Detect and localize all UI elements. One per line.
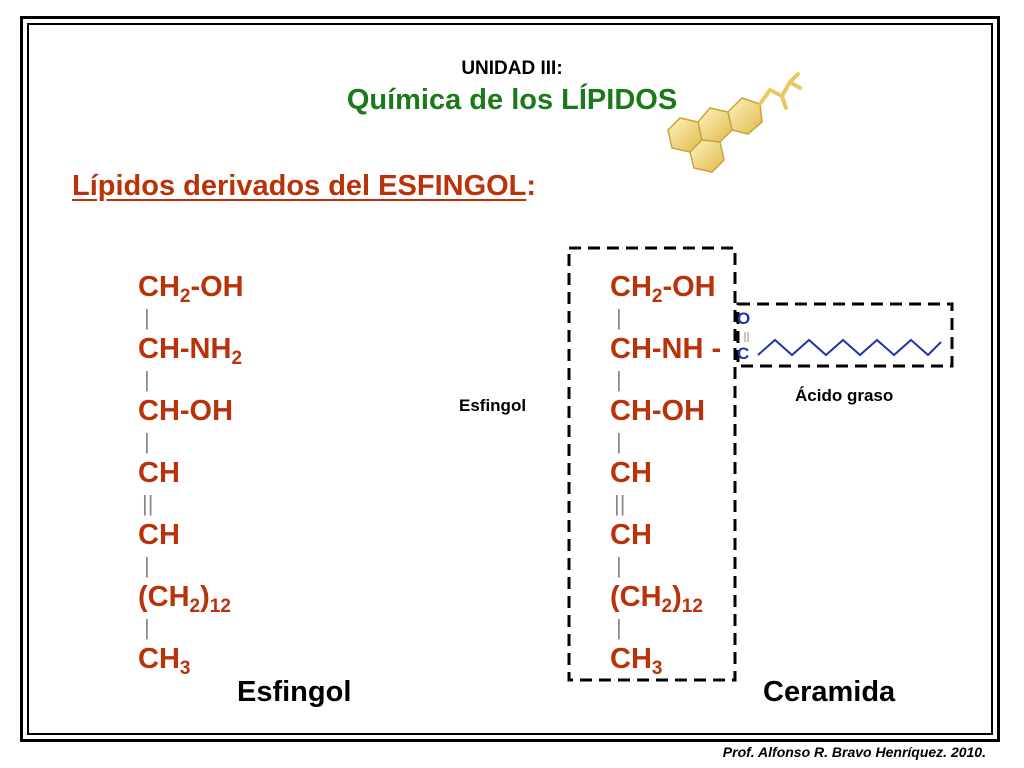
section-heading-text: Lípidos derivados del ESFINGOL	[72, 170, 527, 202]
esfingol-row-4: CH	[138, 457, 180, 489]
page-title: Química de los LÍPIDOS	[346, 84, 678, 116]
section-heading: Lípidos derivados del ESFINGOL:	[72, 170, 536, 203]
esfingol-caption: Esfingol	[237, 676, 352, 708]
fatty-acid-label: Ácido graso	[795, 386, 894, 405]
ceramida-caption: Ceramida	[763, 676, 896, 708]
esfingol-row-5: CH	[138, 519, 180, 551]
ceramida-row-5: CH	[610, 519, 652, 551]
ceramida-bond-1: |	[616, 305, 622, 330]
acid-dashed-box	[736, 302, 954, 368]
inner-frame	[27, 23, 993, 735]
ceramida-row-6: (CH2)12	[610, 581, 703, 617]
ceramida-row-7: CH3	[610, 643, 663, 679]
section-heading-colon: :	[526, 170, 537, 202]
esfingol-double-bond: ||	[142, 491, 154, 516]
ceramida-row-4: CH	[610, 457, 652, 489]
esfingol-bond-3: |	[144, 429, 150, 454]
ceramida-bond-6: |	[616, 615, 622, 640]
esfingol-bond-6: |	[144, 615, 150, 640]
outer-frame	[20, 16, 1000, 742]
unit-label: UNIDAD III:	[461, 58, 563, 79]
ceramida-row-2: CH-NH -	[610, 333, 722, 365]
esfingol-bond-1: |	[144, 305, 150, 330]
esfingol-row-2: CH-NH2	[138, 333, 243, 369]
footer-credit: Prof. Alfonso R. Bravo Henríquez. 2010.	[722, 744, 986, 760]
esfingol-box-label: Esfingol	[459, 396, 527, 415]
oxygen-atom-label: O	[737, 309, 751, 328]
esfingol-bond-5: |	[144, 553, 150, 578]
esfingol-row-7: CH3	[138, 643, 191, 679]
esfingol-dashed-box	[567, 246, 737, 682]
esfingol-row-6: (CH2)12	[138, 581, 231, 617]
ceramida-bond-5: |	[616, 553, 622, 578]
ceramida-bond-3: |	[616, 429, 622, 454]
esfingol-row-3: CH-OH	[138, 395, 234, 427]
ceramida-double-bond: ||	[614, 491, 626, 516]
carbon-atom-label: C	[737, 344, 750, 363]
esfingol-row-1: CH2-OH	[138, 271, 244, 307]
ceramida-row-1: CH2-OH	[610, 271, 716, 307]
fatty-acid-zigzag	[757, 338, 942, 357]
esfingol-bond-2: |	[144, 367, 150, 392]
ceramida-bond-2: |	[616, 367, 622, 392]
ceramida-row-3: CH-OH	[610, 395, 706, 427]
